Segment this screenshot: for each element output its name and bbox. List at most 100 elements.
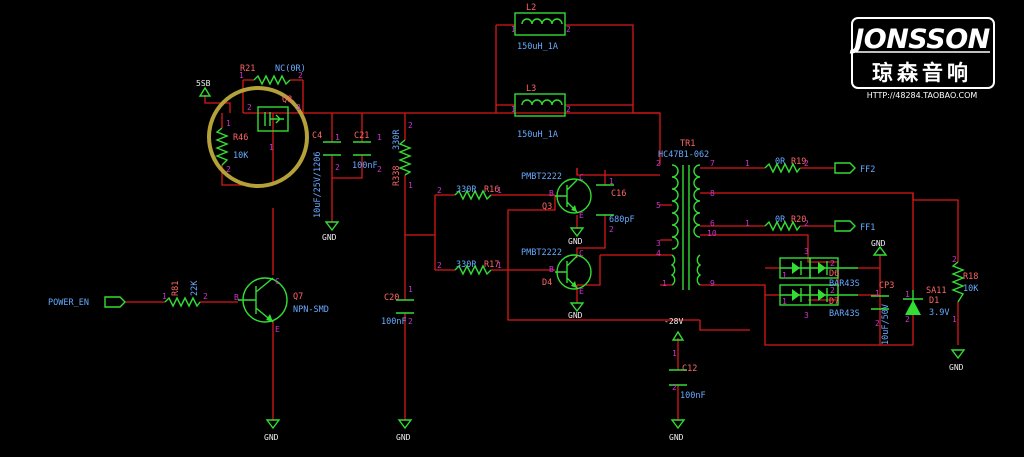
svg-text:7: 7 <box>710 159 715 168</box>
svg-text:1: 1 <box>335 133 340 142</box>
svg-text:2: 2 <box>437 261 442 270</box>
net-flag-ff2 <box>834 162 856 174</box>
svg-text:2: 2 <box>804 219 809 228</box>
label-d1-ref: D1 <box>929 296 939 306</box>
label-l3-value: 150uH_1A <box>517 130 558 140</box>
watermark-logo: JONSSON 琼森音响 HTTP://48284.TAOBAO.COM <box>849 17 995 100</box>
inductor-l2 <box>514 12 566 36</box>
svg-text:2: 2 <box>437 186 442 195</box>
watermark-chinese: 琼森音响 <box>872 61 972 85</box>
label-r81-value: 22K <box>190 280 200 296</box>
svg-text:B: B <box>549 265 554 274</box>
label-l2-ref: L2 <box>526 3 536 13</box>
svg-text:2: 2 <box>830 259 835 268</box>
capacitor-cp3 <box>871 295 889 310</box>
label-r17-ref: R17 <box>484 260 499 270</box>
svg-text:1: 1 <box>511 25 516 34</box>
label-l3-ref: L3 <box>526 84 536 94</box>
svg-text:C: C <box>579 173 584 182</box>
svg-text:3: 3 <box>656 239 661 248</box>
svg-text:E: E <box>579 287 584 296</box>
resistor-r17 <box>454 264 492 276</box>
svg-text:1: 1 <box>269 143 274 152</box>
svg-text:1: 1 <box>408 285 413 294</box>
gnd-label-top: GND <box>871 239 886 248</box>
svg-text:2: 2 <box>247 103 252 112</box>
net-flag-ff1 <box>834 220 856 232</box>
label-l2-value: 150uH_1A <box>517 42 558 52</box>
svg-text:1: 1 <box>672 349 677 358</box>
svg-text:2: 2 <box>335 163 340 172</box>
label-r20-ref: R20 <box>791 215 806 225</box>
label-r17-value: 330R <box>456 260 477 270</box>
label-r46-ref: R46 <box>233 133 248 143</box>
label-d4-ref: D4 <box>542 278 552 288</box>
gnd-label-d4: GND <box>568 311 583 320</box>
labels: R21 NC(0R) 5SB Q8 R46 10K C4 10uF/25V/12… <box>48 3 979 401</box>
svg-text:2: 2 <box>298 71 303 80</box>
svg-text:4: 4 <box>656 249 661 258</box>
label-r18-value: 10K <box>963 284 979 294</box>
svg-text:1: 1 <box>239 71 244 80</box>
label-power-en: POWER_EN <box>48 298 89 308</box>
svg-text:1: 1 <box>875 289 880 298</box>
svg-text:2: 2 <box>566 105 571 114</box>
diode-d6 <box>779 257 858 279</box>
svg-text:1: 1 <box>905 290 910 299</box>
svg-text:2: 2 <box>656 159 661 168</box>
svg-text:10: 10 <box>707 229 717 238</box>
label-c12-value: 100nF <box>680 391 706 401</box>
resistor-r338 <box>398 139 412 176</box>
wires <box>125 24 959 420</box>
svg-text:2: 2 <box>952 255 957 264</box>
label-r16-ref: R16 <box>484 185 499 195</box>
net-flag-minus28v <box>671 330 685 341</box>
label-r20-value: 0R <box>775 215 786 225</box>
svg-text:2: 2 <box>875 319 880 328</box>
label-d4-value: PMBT2222 <box>521 248 562 258</box>
watermark-brand: JONSSON <box>849 24 990 55</box>
svg-text:2: 2 <box>408 317 413 326</box>
label-ff1: FF1 <box>860 223 875 233</box>
svg-text:1: 1 <box>497 186 502 195</box>
capacitor-c16 <box>596 184 614 216</box>
label-c20-ref: C20 <box>384 293 399 303</box>
svg-text:2: 2 <box>226 165 231 174</box>
label-c16-value: 680pF <box>609 215 635 225</box>
svg-text:2: 2 <box>408 121 413 130</box>
label-r46-value: 10K <box>233 151 249 161</box>
svg-text:2: 2 <box>609 225 614 234</box>
label-c4-ref: C4 <box>312 131 322 141</box>
label-tr1-value: HC47B1-062 <box>658 150 709 160</box>
label-r21-ref: R21 <box>240 64 255 74</box>
svg-text:E: E <box>275 325 280 334</box>
svg-text:1: 1 <box>662 279 667 288</box>
svg-text:1: 1 <box>226 119 231 128</box>
svg-text:1: 1 <box>609 177 614 186</box>
capacitor-c12 <box>669 369 687 386</box>
gnd-label-q7: GND <box>264 433 279 442</box>
capacitor-c20 <box>396 299 414 314</box>
svg-text:2: 2 <box>203 292 208 301</box>
svg-text:B: B <box>234 293 239 302</box>
label-q7-ref: Q7 <box>293 292 303 302</box>
svg-text:2: 2 <box>804 159 809 168</box>
label-c21-ref: C21 <box>354 131 369 141</box>
diode-d7 <box>779 284 858 306</box>
resistor-r16 <box>454 189 492 201</box>
capacitor-c21 <box>353 141 371 156</box>
label-r19-ref: R19 <box>791 157 806 167</box>
svg-text:C: C <box>579 249 584 258</box>
resistor-r46 <box>215 127 229 166</box>
svg-text:1: 1 <box>745 159 750 168</box>
svg-text:6: 6 <box>710 219 715 228</box>
transistor-d4 <box>555 254 592 290</box>
ground-symbols <box>265 221 966 430</box>
label-r81-ref: R81 <box>171 281 181 296</box>
label-ff2: FF2 <box>860 165 875 175</box>
gnd-labels: GND GND GND GND GND GND GND GND <box>264 233 964 442</box>
inductor-l3 <box>514 93 566 117</box>
transistor-q3 <box>555 178 592 214</box>
resistor-r21 <box>253 74 291 86</box>
